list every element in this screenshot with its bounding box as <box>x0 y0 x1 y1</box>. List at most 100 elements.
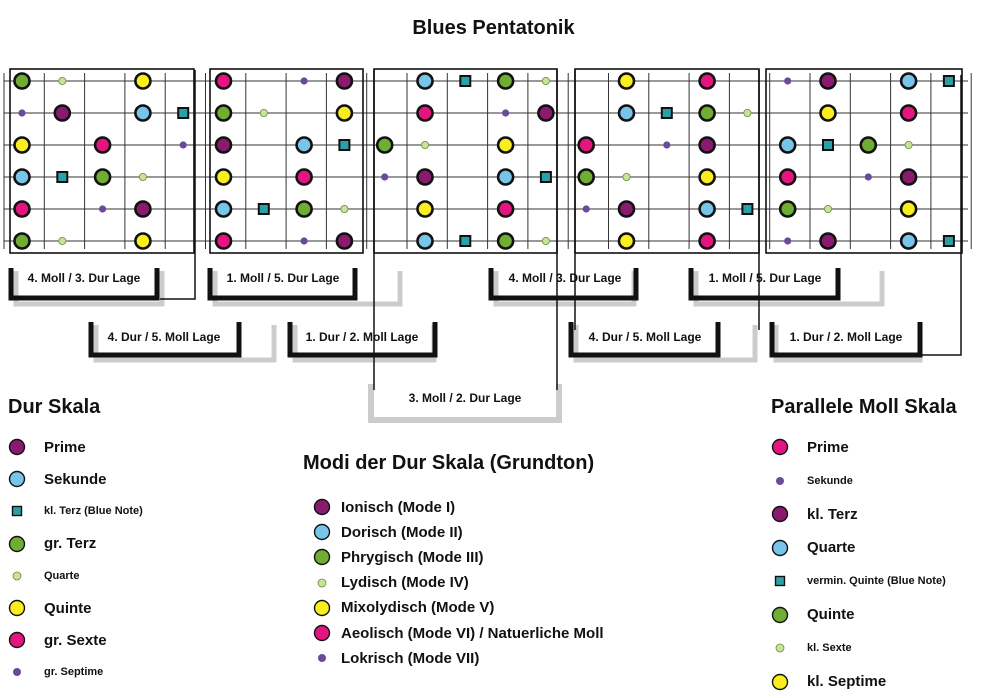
connector-pos9 <box>920 75 962 356</box>
position-label-4: 1. Dur / 2. Moll Lage <box>306 330 419 344</box>
connector-pos1 <box>160 70 196 300</box>
note-dot <box>13 136 31 154</box>
position-box-3 <box>373 68 558 254</box>
legend-label: Quinte <box>44 599 92 617</box>
note-dot <box>416 200 434 218</box>
note-dot <box>496 168 515 186</box>
legend-label: Mixolydisch (Mode V) <box>341 599 495 617</box>
note-dot-small <box>864 173 872 181</box>
blue-note-square <box>459 75 472 87</box>
legend-label: Ionisch (Mode I) <box>341 498 456 516</box>
note-dot <box>778 168 797 186</box>
note-dot <box>214 72 233 90</box>
note-dot <box>295 168 313 186</box>
position-label-1: 4. Moll / 3. Dur Lage <box>28 271 141 285</box>
note-dot-small <box>541 77 550 86</box>
dur_skala-item: Quarte <box>6 565 79 587</box>
legend-marker-icon <box>311 647 333 669</box>
note-dot <box>214 232 233 250</box>
moll-skala-heading: Parallele Moll Skala <box>771 396 957 418</box>
connector-mid <box>574 70 760 330</box>
note-dot <box>698 136 716 154</box>
dur_skala-item: gr. Sexte <box>6 629 107 651</box>
note-dot-small <box>259 109 268 118</box>
blue-note-square <box>257 203 270 215</box>
note-dot <box>899 232 918 250</box>
modi-item: Lydisch (Mode IV) <box>311 572 469 594</box>
note-dot <box>859 136 878 154</box>
legend-label: kl. Sexte <box>807 642 852 654</box>
note-dot-small <box>58 236 67 245</box>
dur_skala-item: gr. Septime <box>6 661 103 683</box>
note-dot <box>375 136 394 154</box>
blue-note-square <box>56 171 69 183</box>
note-dot <box>698 232 716 250</box>
position-label-9: 1. Dur / 2. Moll Lage <box>790 330 903 344</box>
note-dot <box>899 200 918 218</box>
note-dot <box>698 72 716 90</box>
bracket-pos3 <box>207 268 358 301</box>
note-dot <box>577 136 596 154</box>
legend-marker-icon <box>6 629 28 651</box>
note-dot <box>698 168 716 186</box>
legend-marker-icon <box>6 500 28 522</box>
note-dot <box>13 232 31 250</box>
note-dot <box>93 168 112 186</box>
note-dot-small <box>541 236 550 245</box>
note-dot <box>13 200 31 218</box>
legend-label: kl. Septime <box>807 673 887 690</box>
note-dot <box>13 168 31 186</box>
bracket-pos1-shadow <box>13 271 165 307</box>
position-label-3: 1. Moll / 5. Dur Lage <box>227 271 340 285</box>
note-dot <box>416 72 434 90</box>
note-dot <box>819 72 837 90</box>
dur_skala-item: gr. Terz <box>6 533 96 555</box>
note-dot <box>617 200 636 218</box>
bracket-pos1 <box>8 268 160 301</box>
blue-note-square <box>741 203 754 215</box>
legend-marker-icon <box>6 533 28 555</box>
blue-note-square <box>942 75 955 87</box>
legend-label: gr. Septime <box>44 666 104 679</box>
modi-item: Ionisch (Mode I) <box>311 496 455 518</box>
legend-marker-icon <box>769 470 791 492</box>
bracket-pos4 <box>287 322 438 358</box>
legend-label: Prime <box>807 438 849 456</box>
note-dot <box>13 72 31 90</box>
legend-marker-icon <box>311 546 333 568</box>
legend-marker-icon <box>769 537 791 559</box>
position-boxes <box>9 68 963 254</box>
blue-note-square <box>459 235 472 247</box>
note-dot <box>335 104 354 122</box>
modi-item: Aeolisch (Mode VI) / Natuerliche Moll <box>311 622 604 644</box>
legend-label: Quinte <box>807 606 855 623</box>
note-dot <box>416 168 434 186</box>
legend-marker-icon <box>769 637 791 659</box>
note-dot-small <box>381 173 389 181</box>
note-dot <box>577 168 596 186</box>
note-dot <box>537 104 555 122</box>
legend-label: gr. Sexte <box>44 631 107 649</box>
dur_skala-item: Sekunde <box>6 468 107 490</box>
note-dot <box>416 232 434 250</box>
note-dot <box>295 136 313 154</box>
note-dot-small <box>179 141 187 149</box>
blue-note-square <box>660 107 673 119</box>
note-dot <box>214 200 233 218</box>
note-dot <box>93 136 112 154</box>
modi-item: Mixolydisch (Mode V) <box>311 597 494 619</box>
legend-label: Sekunde <box>44 470 107 488</box>
note-dot-small <box>138 172 147 181</box>
modi-item: Phrygisch (Mode III) <box>311 546 484 568</box>
note-dot <box>134 232 152 250</box>
bracket-pos7-shadow <box>573 325 758 363</box>
note-dot <box>214 136 233 154</box>
position-box-4 <box>574 68 760 254</box>
note-dot <box>698 104 716 122</box>
note-dot <box>134 72 152 90</box>
blue-note-square <box>338 139 351 151</box>
legend-marker-icon <box>769 503 791 525</box>
position-brackets <box>8 70 962 423</box>
fretboard-grid <box>3 73 972 249</box>
